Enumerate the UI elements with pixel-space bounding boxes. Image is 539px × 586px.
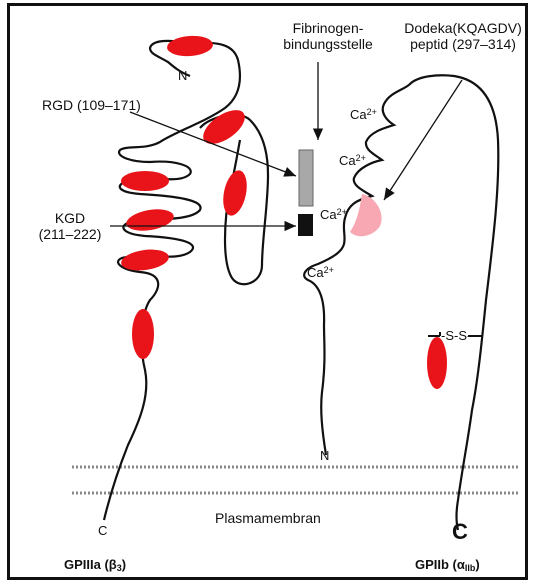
gpiib-domain: [427, 337, 447, 389]
calcium-charge-2: 2+: [356, 153, 366, 163]
domain-loop: [219, 168, 250, 218]
calcium-label-2: Ca2+: [339, 153, 366, 169]
calcium-symbol-1: Ca: [350, 107, 367, 122]
kgd-label-line2: (211–222): [32, 226, 108, 242]
calcium-symbol-3: Ca: [320, 207, 337, 222]
plasma-membrane: [72, 467, 520, 493]
kgd-site: [298, 214, 313, 236]
domain-left-2: [125, 206, 176, 234]
calcium-label-4: Ca2+: [307, 265, 334, 281]
kgd-label-line1: KGD: [32, 210, 108, 226]
gpiib-subscript: IIb: [465, 563, 476, 573]
rgd-label: RGD (109–171): [42, 97, 141, 113]
domain-stalk: [132, 309, 154, 359]
gpiib-chain: [304, 75, 498, 530]
gpiiia-label: GPIIIa (β3): [64, 557, 126, 573]
gpiiia-name: GPIIIa (β: [64, 557, 117, 572]
calcium-label-1: Ca2+: [350, 107, 377, 123]
calcium-charge-1: 2+: [367, 107, 377, 117]
gpiib-label: GPIIb (αIIb): [415, 557, 480, 573]
gpiib-name: GPIIb (α: [415, 557, 465, 572]
domain-left-1: [121, 171, 169, 191]
n-terminus-gpiiia: N: [178, 68, 187, 84]
calcium-charge-4: 2+: [324, 265, 334, 275]
c-terminus-gpiiia: C: [98, 523, 107, 539]
kgd-label: KGD (211–222): [32, 210, 108, 242]
dodeka-peptide-site: [350, 194, 382, 236]
fibrinogen-binding-site: [299, 150, 313, 206]
n-terminus-gpiib: N: [320, 448, 329, 464]
dodeka-peptide-label: Dodeka(KQAGDV) peptid (297–314): [400, 20, 526, 52]
dodeka-arrow: [384, 80, 462, 200]
c-terminus-gpiib: C: [452, 520, 468, 544]
calcium-charge-3: 2+: [337, 207, 347, 217]
membrane-label: Plasmamembran: [215, 510, 321, 526]
calcium-label-3: Ca2+: [320, 207, 347, 223]
domain-top: [166, 34, 213, 57]
gpiiia-subscript: 3: [117, 563, 122, 573]
fibrinogen-binding-label: Fibrinogen- bindungsstelle: [276, 20, 380, 52]
disulfide-label: -S-S-: [441, 328, 471, 344]
calcium-symbol-2: Ca: [339, 153, 356, 168]
domain-upper: [197, 103, 250, 150]
calcium-symbol-4: Ca: [307, 265, 324, 280]
